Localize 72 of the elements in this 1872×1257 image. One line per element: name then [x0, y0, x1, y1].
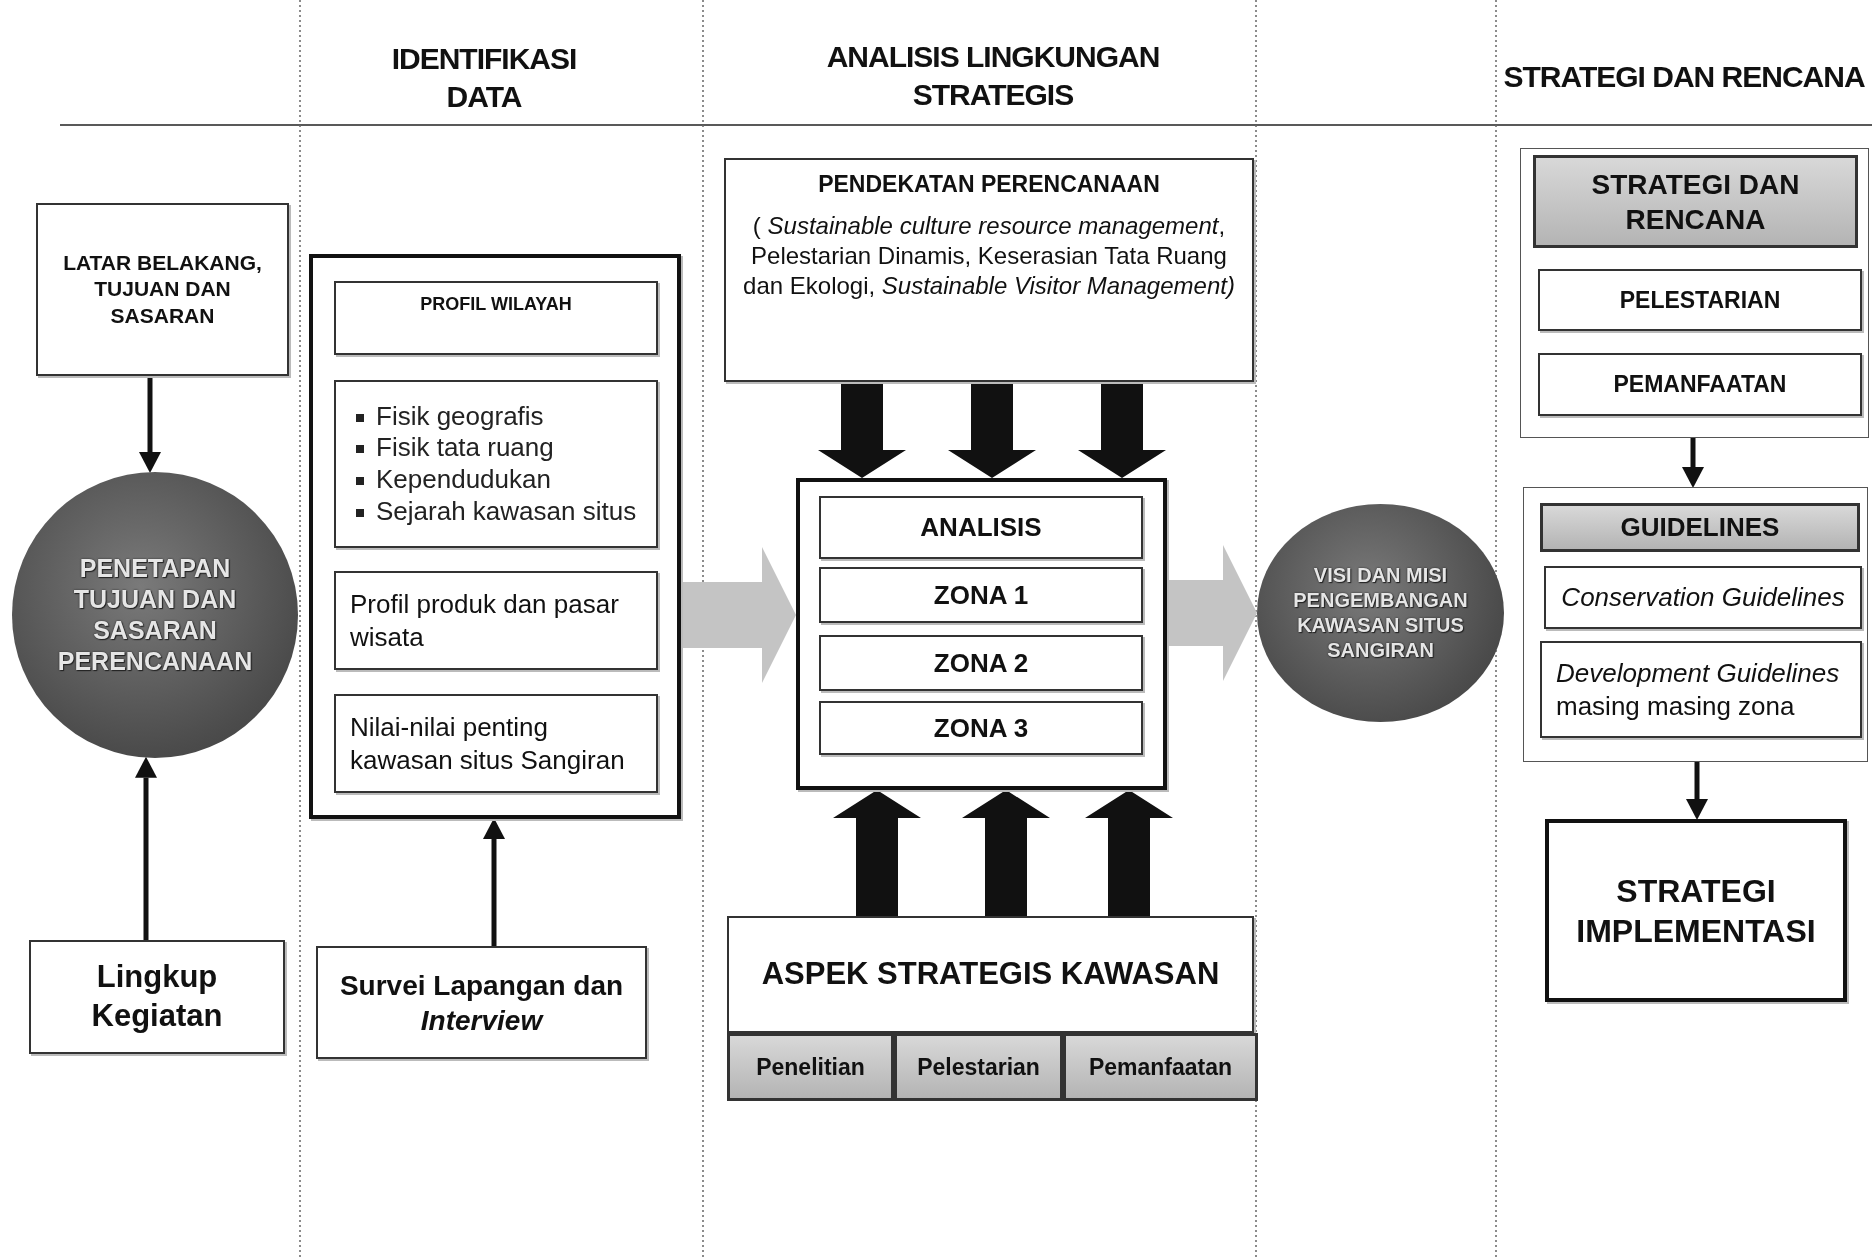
box-text: Conservation Guidelines [1561, 581, 1845, 614]
process-box [819, 496, 1143, 559]
column-heading: ANALISIS LINGKUNGAN STRATEGIS [825, 39, 1161, 113]
process-box [819, 635, 1143, 691]
group-frame [309, 254, 681, 819]
block-arrow [818, 382, 906, 478]
process-box [727, 916, 1254, 1033]
box-text: PENETAPAN TUJUAN DAN SASARAN PERENCANAAN [56, 552, 254, 678]
box-text: ( Sustainable culture resource management, Pelestarian Dinamis, Keserasian Tata Ruang dan Ekologi, Sustainable Visitor Management) [742, 210, 1236, 301]
box-text: Profil produk dan pasar wisata [350, 588, 620, 653]
process-box [334, 380, 658, 548]
arrow [1686, 762, 1708, 820]
box-heading: PENDEKATAN PERENCANAAN [818, 170, 1160, 199]
box-text: Pemanfaatan [1088, 1052, 1233, 1082]
box-text: PROFIL WILAYAH [420, 293, 572, 316]
process-box [334, 281, 658, 355]
arrow [483, 818, 505, 946]
box-text: VISI DAN MISI PENGEMBANGAN KAWASAN SITUS SANGIRAN [1292, 563, 1469, 663]
process-box [29, 940, 285, 1054]
box-text: ANALISIS [920, 511, 1042, 544]
process-box [316, 946, 647, 1059]
box-text: Penelitian [756, 1052, 865, 1082]
arrow [139, 376, 161, 474]
list-item: Fisik tata ruang [350, 432, 637, 464]
box-text: PELESTARIAN [1619, 285, 1781, 315]
box-text: ASPEK STRATEGIS KAWASAN [761, 955, 1220, 994]
group-frame [796, 478, 1167, 790]
box-text: GUIDELINES [1620, 511, 1780, 544]
box-text: Pelestarian [917, 1052, 1040, 1082]
process-box [1538, 269, 1862, 331]
process-box [1538, 353, 1862, 416]
process-box [724, 158, 1254, 382]
block-arrow [681, 547, 796, 683]
process-box [1540, 641, 1862, 738]
list-item: Fisik geografis [350, 400, 637, 433]
shaded-box [894, 1033, 1063, 1101]
column-heading: STRATEGI DAN RENCANA [1502, 59, 1866, 95]
shaded-box [1540, 503, 1860, 552]
block-arrow [1078, 382, 1166, 478]
box-text: LATAR BELAKANG, TUJUAN DAN SASARAN [62, 250, 263, 329]
list-item: Kependudukan [350, 464, 637, 496]
box-text: Survei Lapangan dan Interview [338, 968, 625, 1038]
box-text: STRATEGI IMPLEMENTASI [1575, 871, 1817, 951]
box-text: Development Guidelines masing masing zona [1556, 657, 1841, 722]
block-arrow [1167, 545, 1257, 681]
box-text: ZONA 2 [933, 646, 1029, 680]
block-arrow [948, 382, 1036, 478]
column-heading: IDENTIFIKASI DATA [390, 41, 578, 115]
arrow [135, 756, 157, 940]
group-frame [1523, 487, 1868, 762]
box-text: Nilai-nilai penting kawasan situs Sangiran [350, 711, 626, 776]
arrow [1682, 438, 1704, 488]
box-text: ZONA 3 [933, 711, 1029, 745]
shaded-box [1533, 155, 1858, 248]
shaded-box [727, 1033, 894, 1101]
process-box [1544, 566, 1862, 629]
process-box [1545, 819, 1847, 1002]
list-item: Sejarah kawasan situs [350, 495, 637, 528]
block-arrow [1085, 790, 1173, 916]
shaded-box [1063, 1033, 1258, 1101]
box-text: PEMANFAATAN [1613, 370, 1787, 399]
box-text: STRATEGI DAN RENCANA [1590, 167, 1801, 237]
process-box [334, 571, 658, 670]
group-frame [1520, 148, 1869, 438]
process-box [334, 694, 658, 793]
box-text: Lingkup Kegiatan [90, 958, 224, 1035]
process-box [36, 203, 289, 376]
process-box [819, 701, 1143, 755]
process-box [819, 567, 1143, 623]
block-arrow [833, 790, 921, 916]
box-text: ZONA 1 [933, 578, 1029, 612]
block-arrow [962, 790, 1050, 916]
